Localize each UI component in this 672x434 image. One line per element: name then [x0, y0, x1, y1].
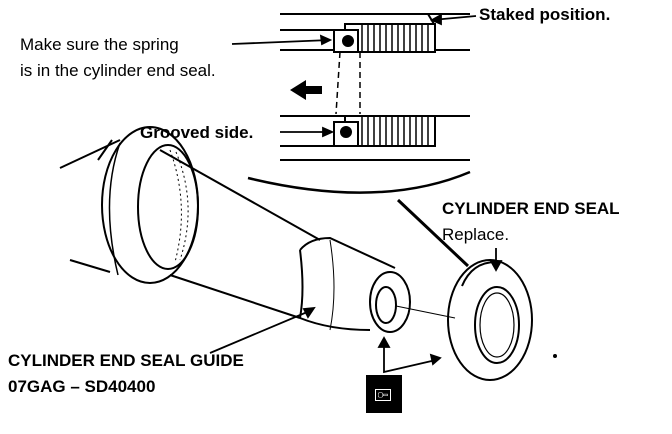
detail-callout-arc: [247, 170, 471, 194]
grooved-side-label: Grooved side.: [140, 123, 254, 142]
cylinder-end-seal: [395, 259, 533, 381]
cylinder-end-seal-label: CYLINDER END SEAL: [442, 199, 620, 218]
spring-note-line2: is in the cylinder end seal.: [20, 61, 216, 80]
cylinder-detail: [280, 13, 470, 161]
spring-note-line1: Make sure the spring: [20, 35, 179, 54]
leader-lines: [231, 13, 477, 138]
seal-guide-label: CYLINDER END SEAL GUIDE: [8, 351, 244, 370]
part-number-label: 07GAG – SD40400: [8, 377, 156, 396]
replace-label: Replace.: [442, 225, 510, 244]
upper-seal-section: [333, 13, 436, 53]
lower-leaders: [209, 248, 503, 374]
special-tool-icon: ▢▭: [366, 375, 402, 413]
seal-guide-tool: [59, 126, 411, 333]
staked-position-label: Staked position.: [479, 5, 611, 24]
detail-callout-line: [396, 198, 470, 268]
lower-seal-section: [333, 115, 436, 147]
left-arrow-icon: [290, 80, 322, 100]
